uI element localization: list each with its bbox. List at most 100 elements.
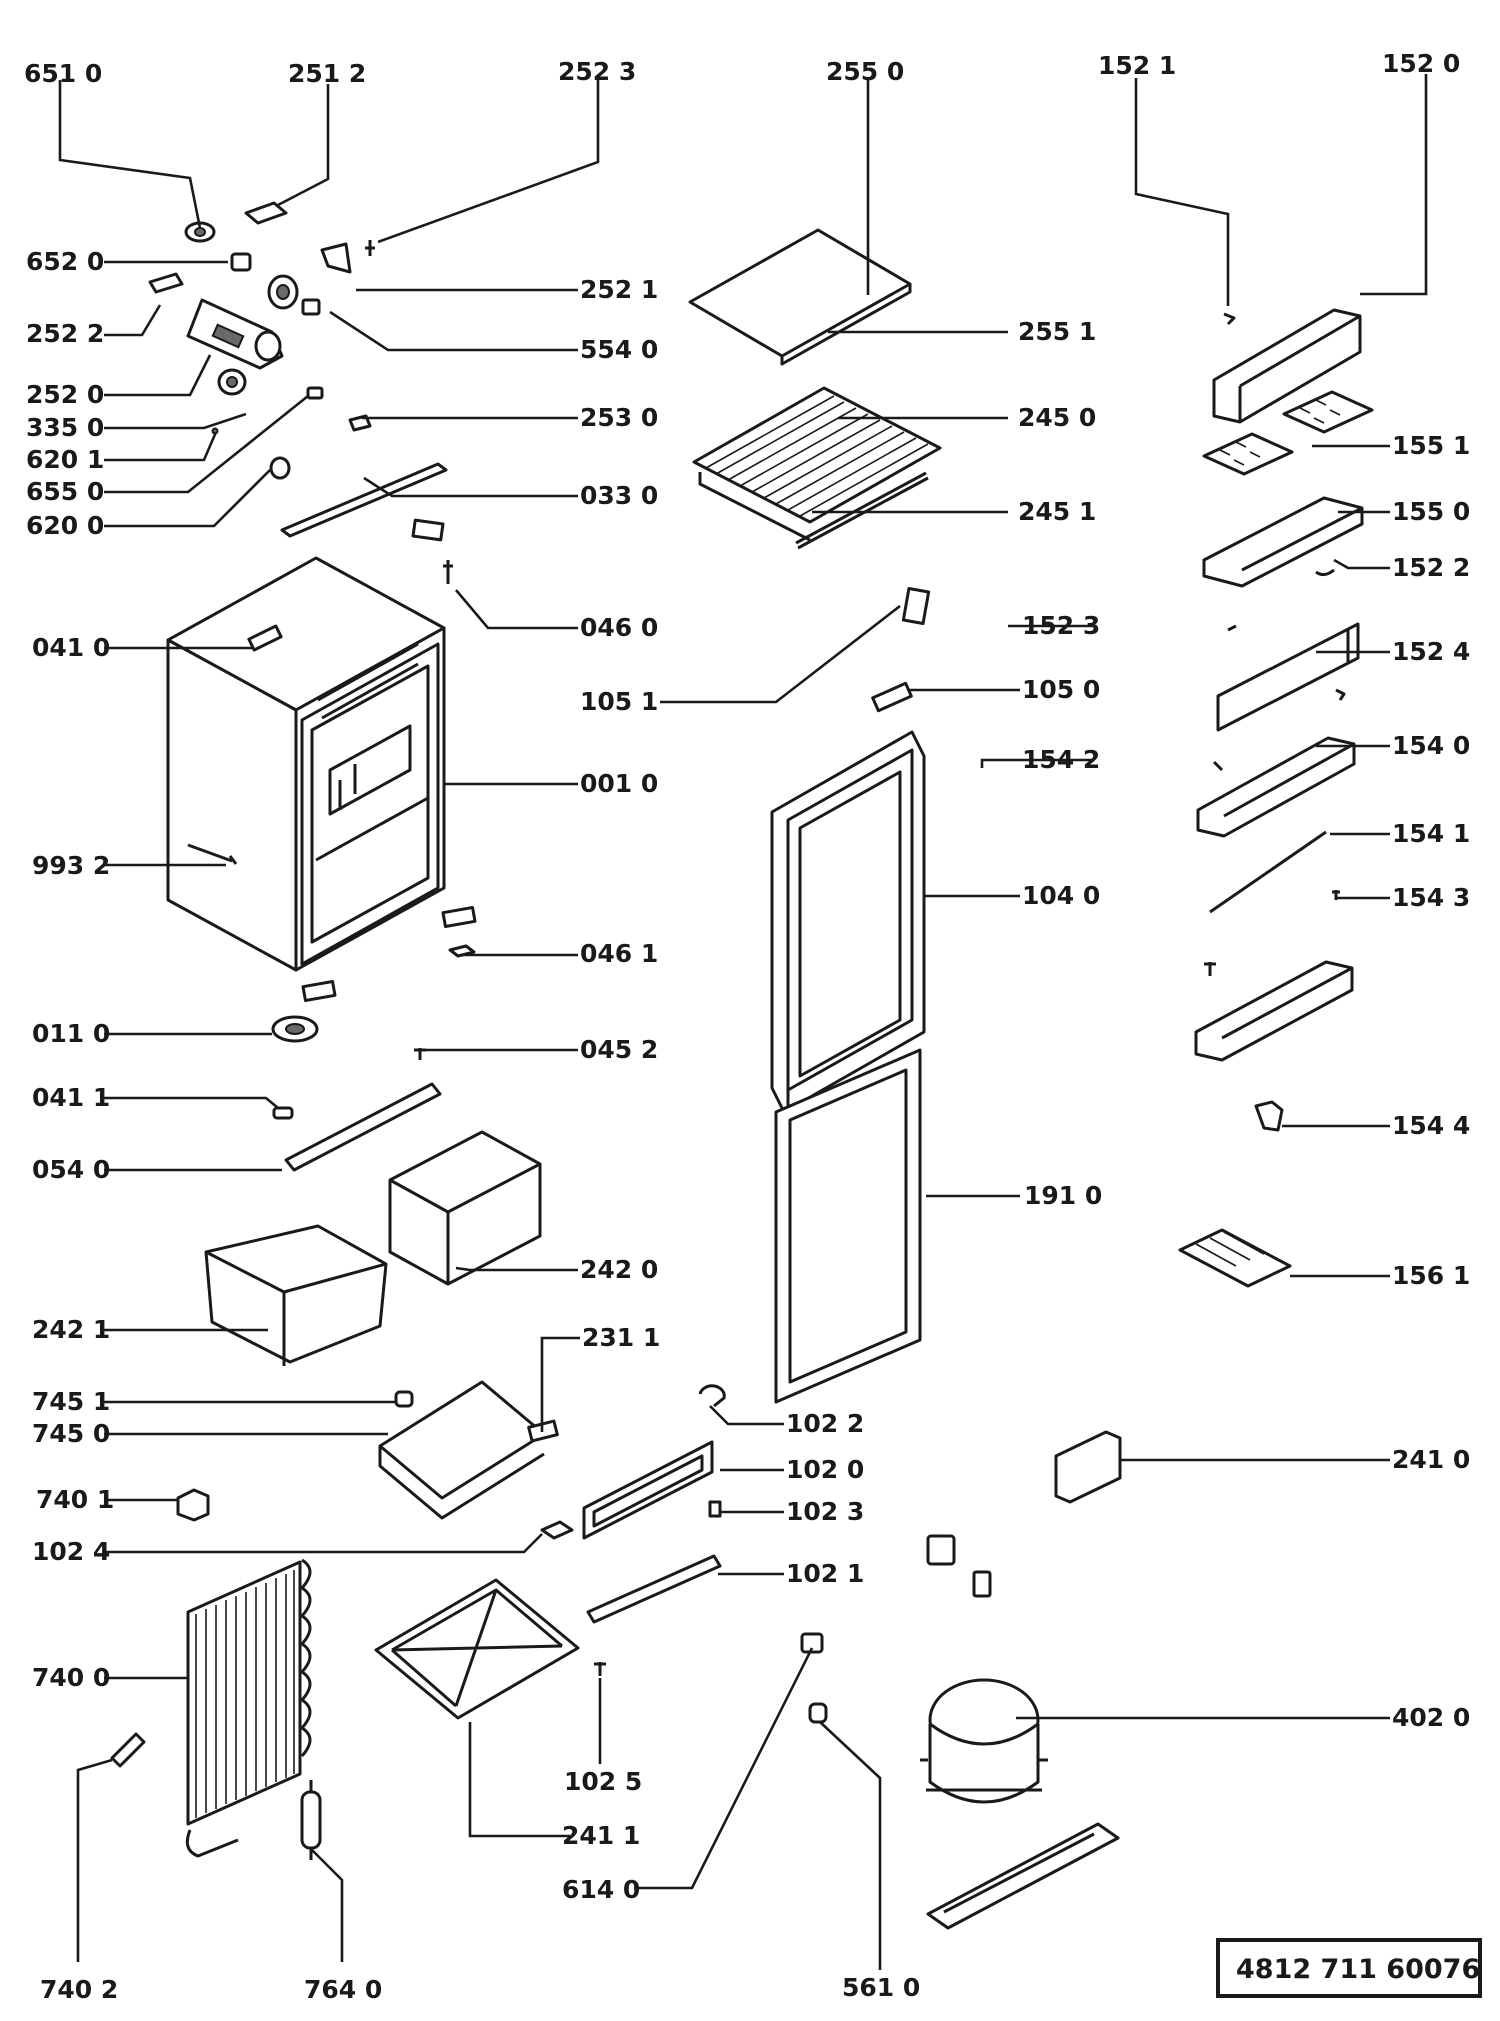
label-154-4: 154 4 — [1392, 1111, 1470, 1140]
label-620-0: 620 0 — [26, 511, 104, 540]
filter-drier — [110, 1732, 146, 1768]
door-bin-lower — [1194, 960, 1354, 1062]
top-bracket — [411, 518, 445, 542]
label-740-2: 740 2 — [40, 1975, 118, 2004]
label-046-1: 046 1 — [580, 939, 658, 968]
capillary — [300, 1780, 322, 1860]
label-241-0: 241 0 — [1392, 1445, 1470, 1474]
label-242-0: 242 0 — [580, 1255, 658, 1284]
door-frame — [770, 730, 926, 1114]
lamp-switch — [176, 1488, 210, 1522]
label-011-0: 011 0 — [32, 1019, 110, 1048]
label-152-0: 152 0 — [1382, 49, 1460, 78]
clip-102-4 — [540, 1520, 574, 1540]
door-stop — [698, 1384, 726, 1408]
label-335-0: 335 0 — [26, 413, 104, 442]
latch-plate — [901, 587, 931, 625]
label-652-0: 652 0 — [26, 247, 104, 276]
label-245-0: 245 0 — [1018, 403, 1096, 432]
hinge-plate — [272, 1106, 294, 1120]
label-242-1: 242 1 — [32, 1315, 110, 1344]
thermostat-assembly — [148, 201, 375, 480]
label-102-5: 102 5 — [564, 1767, 642, 1796]
butter-flap — [1216, 622, 1360, 732]
label-252-1: 252 1 — [580, 275, 658, 304]
clip-152-2 — [1315, 568, 1335, 577]
label-191-0: 191 0 — [1024, 1181, 1102, 1210]
top-strip — [280, 462, 448, 538]
dairy-compartment — [1212, 308, 1362, 424]
overload — [972, 1570, 992, 1598]
bottom-bar — [284, 1082, 442, 1172]
bracket-614 — [800, 1632, 824, 1654]
clip-152-1 — [1223, 312, 1236, 326]
label-155-1: 155 1 — [1392, 431, 1470, 460]
label-154-2: 154 2 — [1022, 745, 1100, 774]
label-251-2: 251 2 — [288, 59, 366, 88]
label-745-0: 745 0 — [32, 1419, 110, 1448]
label-152-1: 152 1 — [1098, 51, 1176, 80]
hinge-upper — [441, 906, 477, 928]
label-041-0: 041 0 — [32, 633, 110, 662]
drawing-number: 4812 711 60076 — [1236, 1954, 1480, 1985]
screw-102-5 — [594, 1662, 606, 1676]
label-102-2: 102 2 — [786, 1409, 864, 1438]
label-245-1: 245 1 — [1018, 497, 1096, 526]
label-046-0: 046 0 — [580, 613, 658, 642]
label-561-0: 561 0 — [842, 1973, 920, 2002]
crisper-left — [204, 1224, 388, 1366]
label-231-1: 231 1 — [582, 1323, 660, 1352]
screw-bin — [1204, 962, 1216, 976]
glass-shelf — [378, 1380, 546, 1520]
label-156-1: 156 1 — [1392, 1261, 1470, 1290]
compressor-base — [926, 1822, 1120, 1930]
door-rail-upper — [582, 1440, 714, 1540]
label-102-4: 102 4 — [32, 1537, 110, 1566]
label-102-3: 102 3 — [786, 1497, 864, 1526]
ice-tray — [1178, 1228, 1292, 1288]
glass-panel — [688, 228, 912, 366]
egg-shelf — [1202, 496, 1364, 588]
label-054-0: 054 0 — [32, 1155, 110, 1184]
crisper-right — [388, 1130, 542, 1286]
label-105-1: 105 1 — [580, 687, 658, 716]
condenser — [185, 1558, 312, 1858]
label-255-0: 255 0 — [826, 57, 904, 86]
label-402-0: 402 0 — [1392, 1703, 1470, 1732]
drawing-number-box: 4812 711 60076 — [1216, 1938, 1482, 1998]
label-993-2: 993 2 — [32, 851, 110, 880]
clip-small — [1335, 688, 1346, 701]
door-bin-upper — [1196, 736, 1356, 838]
label-001-0: 001 0 — [580, 769, 658, 798]
label-554-0: 554 0 — [580, 335, 658, 364]
egg-tray-right — [1282, 390, 1374, 434]
relay — [926, 1534, 956, 1566]
leader-lines — [58, 74, 1428, 1970]
label-105-0: 105 0 — [1022, 675, 1100, 704]
cabinet — [166, 556, 446, 972]
label-045-2: 045 2 — [580, 1035, 658, 1064]
hinge-pin — [448, 944, 476, 958]
label-154-3: 154 3 — [1392, 883, 1470, 912]
clip-561 — [808, 1702, 828, 1724]
clip-154-2 — [1212, 760, 1224, 772]
pin-102-3 — [708, 1500, 722, 1518]
clip-152-3 — [1227, 624, 1237, 632]
label-041-1: 041 1 — [32, 1083, 110, 1112]
clip-154-4 — [1254, 1100, 1284, 1132]
foot — [271, 1015, 319, 1043]
door-handle-bar — [871, 681, 913, 713]
label-764-0: 764 0 — [304, 1975, 382, 2004]
label-102-1: 102 1 — [786, 1559, 864, 1588]
compressor — [920, 1678, 1048, 1804]
label-614-0: 614 0 — [562, 1875, 640, 1904]
label-651-0: 651 0 — [24, 59, 102, 88]
label-252-2: 252 2 — [26, 319, 104, 348]
small-box — [1054, 1430, 1122, 1504]
label-620-1: 620 1 — [26, 445, 104, 474]
label-033-0: 033 0 — [580, 481, 658, 510]
label-241-1: 241 1 — [562, 1821, 640, 1850]
door-rail-lower — [586, 1554, 722, 1624]
label-740-1: 740 1 — [36, 1485, 114, 1514]
